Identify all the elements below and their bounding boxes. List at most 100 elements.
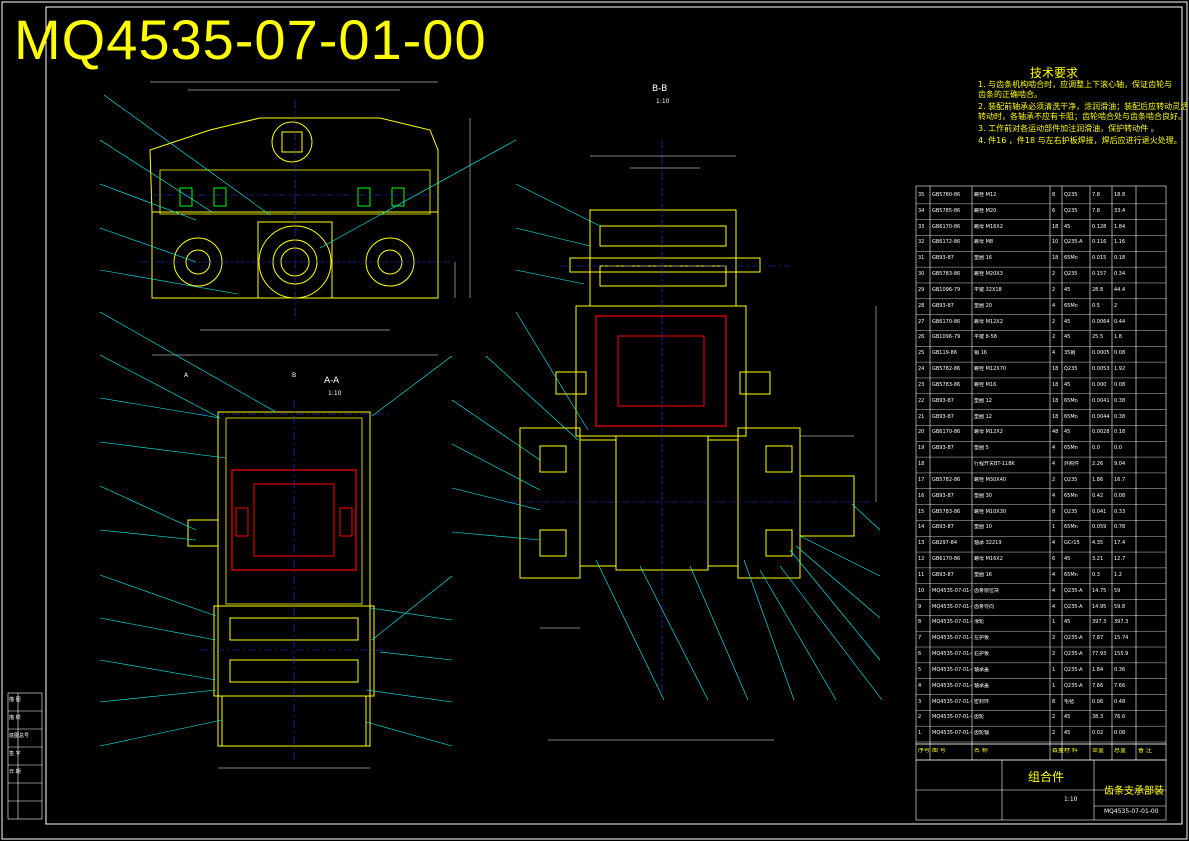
bom-cell: 3.21 — [1092, 556, 1104, 563]
bom-cell: Q235-A — [1064, 587, 1083, 594]
bom-cell: 销 16 — [974, 350, 987, 357]
bom-cell: GB93-87 — [932, 397, 954, 404]
bom-cell: GB93-87 — [932, 302, 954, 309]
bom-cell: 垫圈 16 — [974, 571, 992, 578]
bom-cell: 垫圈 10 — [974, 524, 992, 531]
bom-cell: GB5782-86 — [932, 366, 961, 373]
bom-cell: 33.4 — [1114, 207, 1126, 214]
assembly-label: 组合件 — [1028, 770, 1065, 784]
bom-cell: 17.4 — [1114, 540, 1126, 547]
bom-cell: Q235-A — [1064, 603, 1083, 610]
bom-cell: 65Mn — [1064, 492, 1078, 499]
bom-cell: 17 — [918, 476, 925, 483]
bom-header-cell: 数量 — [1052, 748, 1065, 754]
leader-lines — [99, 94, 883, 747]
bom-cell: 18 — [1052, 366, 1059, 373]
bom-cell: 7 — [918, 635, 922, 642]
bom-cell: 0.0053 — [1092, 366, 1110, 373]
bom-cell: 齿轮轴 — [974, 730, 990, 737]
bom-cell: MQ4535-07-01-04 — [932, 682, 972, 689]
bom-cell: MQ4535-07-01-10 — [932, 587, 972, 594]
technical-note: 4. 件16 ，件18 与左右护板焊接，焊后应进行退火处理。 — [978, 136, 1182, 145]
bom-cell: 2 — [1052, 714, 1056, 721]
bom-cell: 65Mn — [1064, 445, 1078, 452]
bom-cell: 4 — [1052, 350, 1056, 357]
bom-cell: 0.36 — [1114, 666, 1126, 673]
bom-cell: 14.95 — [1092, 603, 1107, 610]
bom-cell: Q235-A — [1064, 666, 1083, 673]
bom-cell: 34 — [918, 207, 925, 214]
bom-cell: 垫圈 16 — [974, 255, 992, 262]
part-name: 齿条支承部装 — [1104, 786, 1164, 797]
bom-row-lines — [916, 203, 1166, 743]
revision-label: 日 期 — [9, 769, 21, 775]
bom-cell: 16 — [918, 492, 925, 499]
bom-cell: 18 — [1052, 381, 1059, 388]
scale-value: 1:10 — [1064, 796, 1078, 803]
bom-cell: MQ4535-07-01-05 — [932, 666, 972, 673]
bom-cell: MQ4535-07-01-07 — [932, 635, 972, 642]
view-a-marker: A — [184, 372, 189, 379]
bom-cell: 螺母 M16X2 — [974, 556, 1003, 563]
bom-cell: GB6172-86 — [932, 239, 961, 246]
revision-block — [7, 692, 43, 820]
bom-cell: 8 — [1052, 192, 1056, 198]
bom-cell: 1.8 — [1114, 334, 1122, 341]
bom-cell: 0.0064 — [1092, 318, 1110, 325]
bom-cell: 18.8 — [1114, 192, 1126, 198]
bom-cell: 4.35 — [1092, 540, 1104, 547]
bom-cell: 45 — [1064, 730, 1071, 737]
bom-cell: Q235 — [1064, 366, 1078, 373]
technical-requirements-title: 技术要求 — [1030, 66, 1079, 80]
bom-cell: 齿条限位块 — [974, 587, 1000, 594]
bom-cell: 2 — [1052, 635, 1056, 642]
bom-cell: 32 — [918, 239, 925, 246]
technical-note: 3. 工作前对各运动部件加注润滑油，保护转动件 。 — [978, 124, 1159, 133]
bom-cell: 155.9 — [1114, 651, 1129, 658]
bom-cell: Q235-A — [1064, 635, 1083, 642]
bom-cell: 0.0044 — [1092, 413, 1110, 420]
bom-cell: 12.7 — [1114, 556, 1126, 563]
bom-cell: Q235 — [1064, 207, 1078, 214]
bom-cell: 45 — [1064, 334, 1071, 341]
bom-cell: 65Mn — [1064, 255, 1078, 262]
bom-cell: 1.2 — [1114, 571, 1122, 578]
bom-cell: 毛毡 — [1064, 698, 1075, 705]
bom-cell: 4 — [1052, 461, 1056, 468]
bom-cell: 0.0028 — [1092, 429, 1110, 436]
bom-cell: 8 — [1052, 508, 1056, 515]
bom-cell: 18 — [1052, 255, 1059, 262]
bom-cell: 76.6 — [1114, 714, 1126, 721]
bom-cell: 1.84 — [1092, 666, 1104, 673]
bom-header-cell: 序号 — [918, 748, 931, 754]
bom-cell: Q235 — [1064, 476, 1078, 483]
bom-cell: GB6170-86 — [932, 318, 961, 325]
bom-cell: 平键 32X18 — [974, 286, 1002, 293]
bom-header-cell: 总重 — [1114, 748, 1127, 754]
bom-cell: 45 — [1064, 619, 1071, 626]
bom-cell: 7.8 — [1092, 207, 1100, 214]
bom-cell: 2 — [1052, 730, 1056, 737]
bom-cell: Q235-A — [1064, 239, 1083, 246]
bom-cell: 6 — [918, 651, 922, 658]
bom-cell: 螺母 M12X2 — [974, 318, 1003, 325]
bom-cell: 1 — [1052, 666, 1056, 673]
bom-cell: 7.66 — [1114, 682, 1126, 689]
bom-cell: 45 — [1064, 429, 1071, 436]
bom-cell: 0.44 — [1114, 318, 1126, 325]
bom-cell: 螺栓 M16 — [974, 381, 997, 388]
bom-cell: 0.06 — [1092, 698, 1104, 705]
bom-cell: 25 — [918, 350, 925, 357]
revision-label: 底图总号 — [9, 733, 30, 739]
bom-cell: 45 — [1064, 714, 1071, 721]
bom-cell: MQ4535-07-01-02 — [932, 714, 972, 721]
bom-cell: 65Mn — [1064, 302, 1078, 309]
bom-cell: 45 — [1064, 223, 1071, 230]
bom-cell: 垫圈 20 — [974, 302, 992, 309]
bom-cell: 1 — [1052, 619, 1056, 626]
sheet-inner-frame — [45, 6, 1183, 825]
technical-note: 齿条的正确啮合。 — [978, 90, 1042, 99]
bom-cell: 轴承 32219 — [974, 540, 1002, 547]
